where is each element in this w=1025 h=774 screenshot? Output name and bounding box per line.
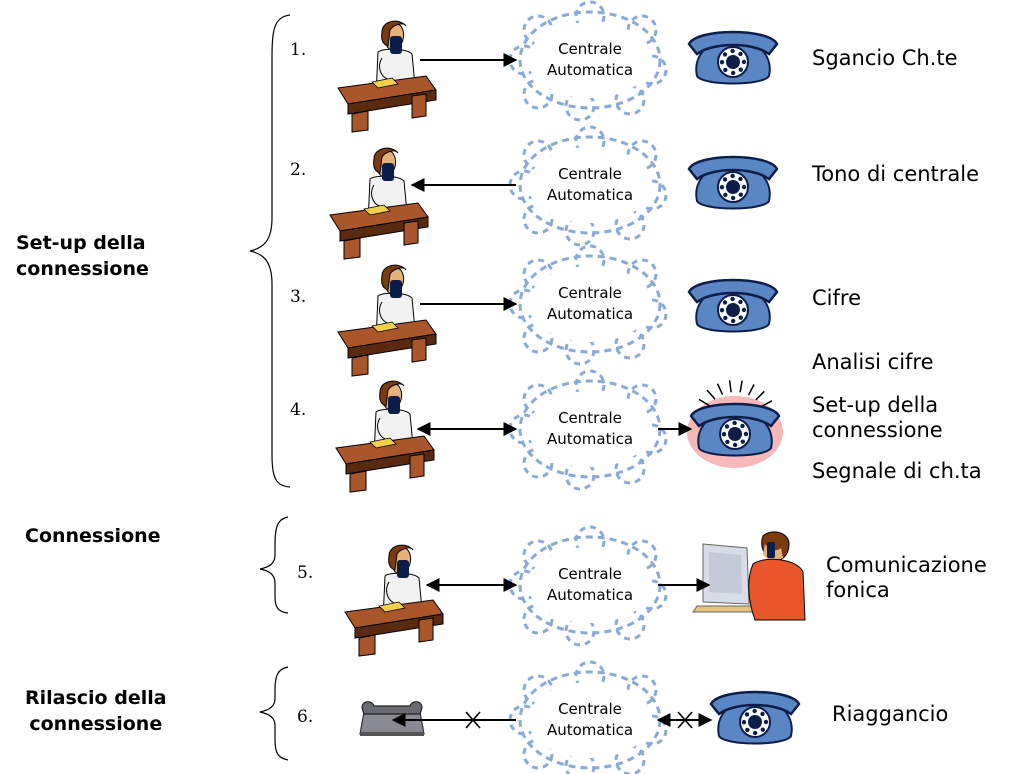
step-label-4-ring: Segnale di ch.ta: [812, 459, 982, 483]
exchange-label-line2: Automatica: [547, 61, 633, 79]
step-number-2: 2.: [290, 160, 307, 180]
rotary-phone-icon-6: [709, 690, 801, 745]
exchange-label-line1: Centrale: [558, 565, 622, 583]
group-label-release-line2: connessione: [29, 713, 163, 735]
step-label-3: Cifre: [812, 286, 861, 310]
brace-release: [259, 666, 289, 761]
exchange-label-line1: Centrale: [558, 165, 622, 183]
step-label-5-line1: Comunicazione: [826, 553, 987, 577]
step-label-5-line2: fonica: [826, 578, 890, 602]
group-label-release-line1: Rilascio della: [25, 687, 167, 709]
group-label-setup-line1: Set-up della: [16, 232, 146, 254]
caller-at-desk-icon-5: [344, 544, 444, 657]
step-number-4: 4.: [290, 400, 307, 420]
exchange-label-line1: Centrale: [558, 40, 622, 58]
step-number-6: 6.: [297, 707, 314, 727]
caller-at-desk-icon-1: [337, 20, 437, 133]
step-label-2: Tono di centrale: [812, 162, 980, 186]
callee-at-computer-icon: [692, 531, 806, 621]
exchange-label-line2: Automatica: [547, 186, 633, 204]
group-label-setup-line2: connessione: [16, 258, 149, 280]
exchange-label-line1: Centrale: [558, 700, 622, 718]
cut-mark-1: [465, 711, 481, 729]
group-label-release: Rilascio della connessione: [25, 685, 167, 737]
step-label-4-line2: connessione: [812, 418, 943, 442]
caller-at-desk-icon-4: [335, 380, 435, 493]
hung-up-phone-icon: [359, 701, 425, 736]
cut-mark-2: [677, 711, 693, 729]
step-label-3b: Analisi cifre: [812, 350, 934, 374]
step-number-1: 1.: [290, 40, 307, 60]
exchange-label-line1: Centrale: [558, 409, 622, 427]
step-number-5: 5.: [297, 563, 314, 583]
step-label-4-line1: Set-up della: [812, 393, 939, 417]
brace-connection: [259, 516, 289, 614]
rotary-phone-icon-3: [687, 278, 779, 333]
caller-at-desk-icon-3: [337, 264, 437, 377]
step-label-4-setup: Set-up della connessione: [812, 393, 943, 443]
step-label-6: Riaggancio: [832, 702, 949, 726]
group-label-setup: Set-up della connessione: [16, 230, 149, 282]
group-label-connection: Connessione: [25, 525, 161, 547]
step-number-3: 3.: [290, 287, 307, 307]
step-label-1: Sgancio Ch.te: [812, 46, 958, 70]
exchange-label-line1: Centrale: [558, 284, 622, 302]
step-label-5: Comunicazione fonica: [826, 553, 987, 603]
rotary-phone-icon-2: [687, 155, 779, 210]
ringing-rotary-phone-icon: [687, 380, 783, 468]
exchange-label-line2: Automatica: [547, 721, 633, 739]
exchange-label-line2: Automatica: [547, 586, 633, 604]
rotary-phone-icon-1: [687, 30, 779, 85]
exchange-label-line2: Automatica: [547, 430, 633, 448]
exchange-label-line2: Automatica: [547, 305, 633, 323]
brace-setup: [249, 14, 291, 488]
caller-at-desk-icon-2: [329, 147, 429, 260]
